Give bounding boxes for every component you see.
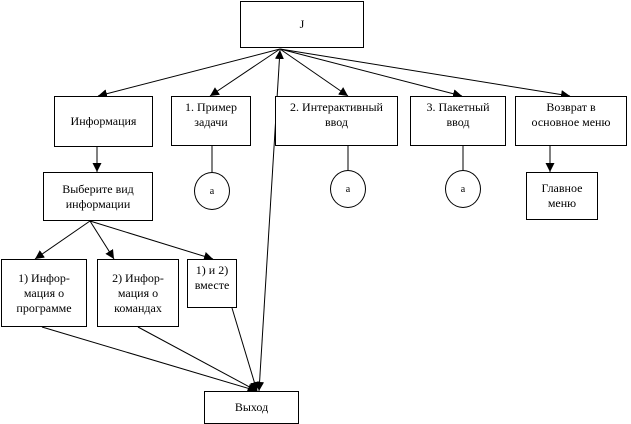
batch-connector: a: [445, 170, 481, 208]
interactive-node[interactable]: 2. Интерактивный ввод: [275, 96, 398, 146]
arrow-commands-to-exit: [137, 326, 258, 392]
interactive-connector: a: [330, 170, 366, 208]
arrow-choose-to-program: [34, 220, 91, 260]
about-program-node[interactable]: 1) Инфор- мация о программе: [1, 259, 87, 327]
example-node[interactable]: 1. Пример задачи: [171, 96, 251, 146]
example-connector: a: [194, 172, 230, 210]
root-node[interactable]: J: [240, 1, 364, 48]
both-node[interactable]: 1) и 2) вместе: [187, 259, 237, 308]
arrow-choose-to-both: [89, 220, 214, 261]
return-node[interactable]: Возврат в основное меню: [515, 96, 627, 146]
arrow-root-to-return: [279, 48, 571, 100]
arrow-root-to-interactive: [279, 48, 349, 97]
choose-info-node[interactable]: Выберите вид информации: [43, 172, 153, 221]
batch-node[interactable]: 3. Пакетный ввод: [410, 96, 506, 146]
main-menu-node[interactable]: Главное меню: [526, 172, 598, 220]
about-commands-node[interactable]: 2) Инфор- мация о командах: [97, 259, 179, 327]
arrow-program-to-exit: [41, 326, 258, 393]
arrow-root-to-batch: [279, 48, 463, 99]
arrow-root-to-info: [97, 48, 281, 99]
info-node[interactable]: Информация: [54, 96, 153, 147]
arrow-root-to-example: [209, 48, 281, 97]
exit-node[interactable]: Выход: [204, 391, 299, 424]
arrow-choose-to-commands: [89, 220, 115, 260]
arrow-both-to-exit: [231, 307, 259, 392]
